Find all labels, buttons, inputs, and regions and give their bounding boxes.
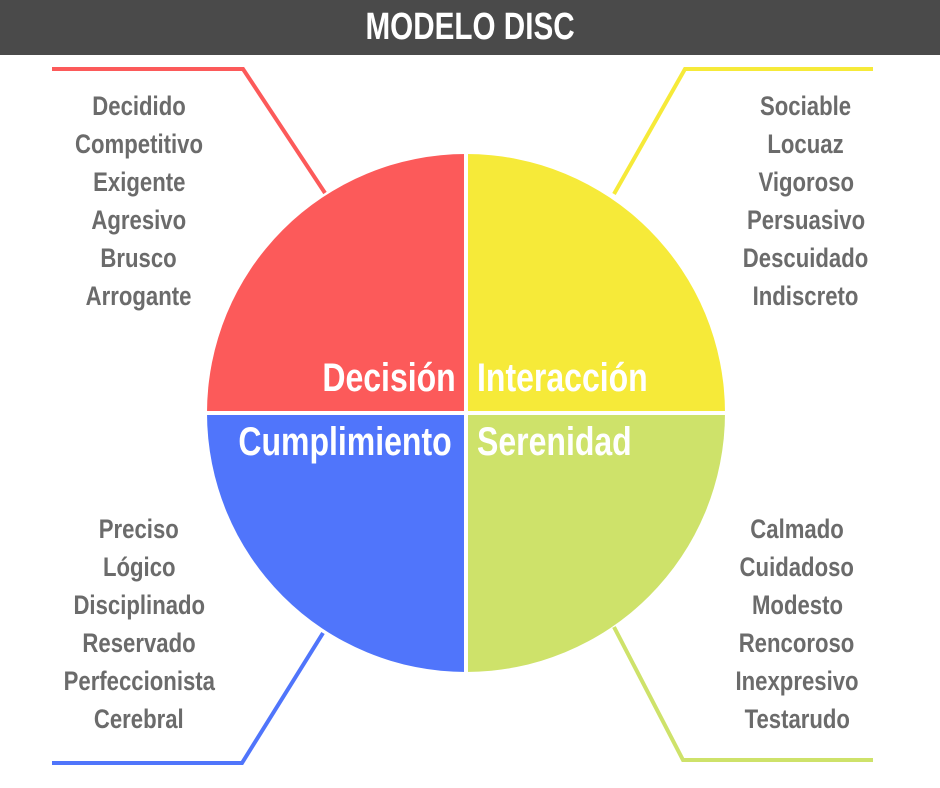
trait-item: Perfeccionista [63,666,215,696]
quadrant-serenidad [466,413,725,672]
trait-item: Cerebral [94,704,184,734]
trait-item: Disciplinado [73,590,205,620]
trait-item: Competitivo [75,129,203,159]
trait-item: Inexpresivo [735,666,859,696]
page-title: MODELO DISC [365,6,575,48]
trait-item: Brusco [100,243,178,273]
connector-decision [52,67,327,195]
quadrant-label-serenidad: Serenidad [477,420,632,464]
trait-item: Locuaz [767,129,845,159]
trait-item: Decidido [92,91,186,121]
quadrant-label-interaccion: Interacción [477,356,648,400]
trait-item: Sociable [760,91,852,121]
trait-item: Vigoroso [758,167,854,197]
quadrant-label-decision: Decisión [322,356,456,400]
trait-item: Indiscreto [753,281,859,311]
trait-list-cumplimiento: Preciso Lógico Disciplinado Reservado Pe… [9,510,269,738]
trait-list-interaccion: Sociable Locuaz Vigoroso Persuasivo Desc… [676,87,936,315]
trait-item: Persuasivo [746,205,866,235]
trait-item: Descuidado [743,243,869,273]
trait-item: Calmado [750,514,844,544]
trait-item: Agresivo [91,205,187,235]
trait-list-decision: Decidido Competitivo Exigente Agresivo B… [9,87,269,315]
quadrant-label-cumplimiento: Cumplimiento [238,420,452,464]
trait-item: Modesto [751,590,843,620]
trait-item: Testarudo [744,704,850,734]
quadrant-decision [207,154,466,413]
trait-item: Lógico [102,552,176,582]
trait-item: Exigente [92,167,186,197]
trait-item: Rencoroso [739,628,855,658]
connector-interaccion [612,67,873,195]
title-bar: MODELO DISC [0,0,940,55]
trait-item: Arrogante [86,281,192,311]
trait-item: Preciso [98,514,180,544]
quadrant-interaccion [466,154,725,413]
connector-cumplimiento [52,631,325,765]
quadrant-cumplimiento [207,413,466,672]
trait-item: Reservado [82,628,196,658]
trait-item: Cuidadoso [739,552,855,582]
trait-list-serenidad: Calmado Cuidadoso Modesto Rencoroso Inex… [667,510,927,738]
connector-serenidad [612,626,873,762]
